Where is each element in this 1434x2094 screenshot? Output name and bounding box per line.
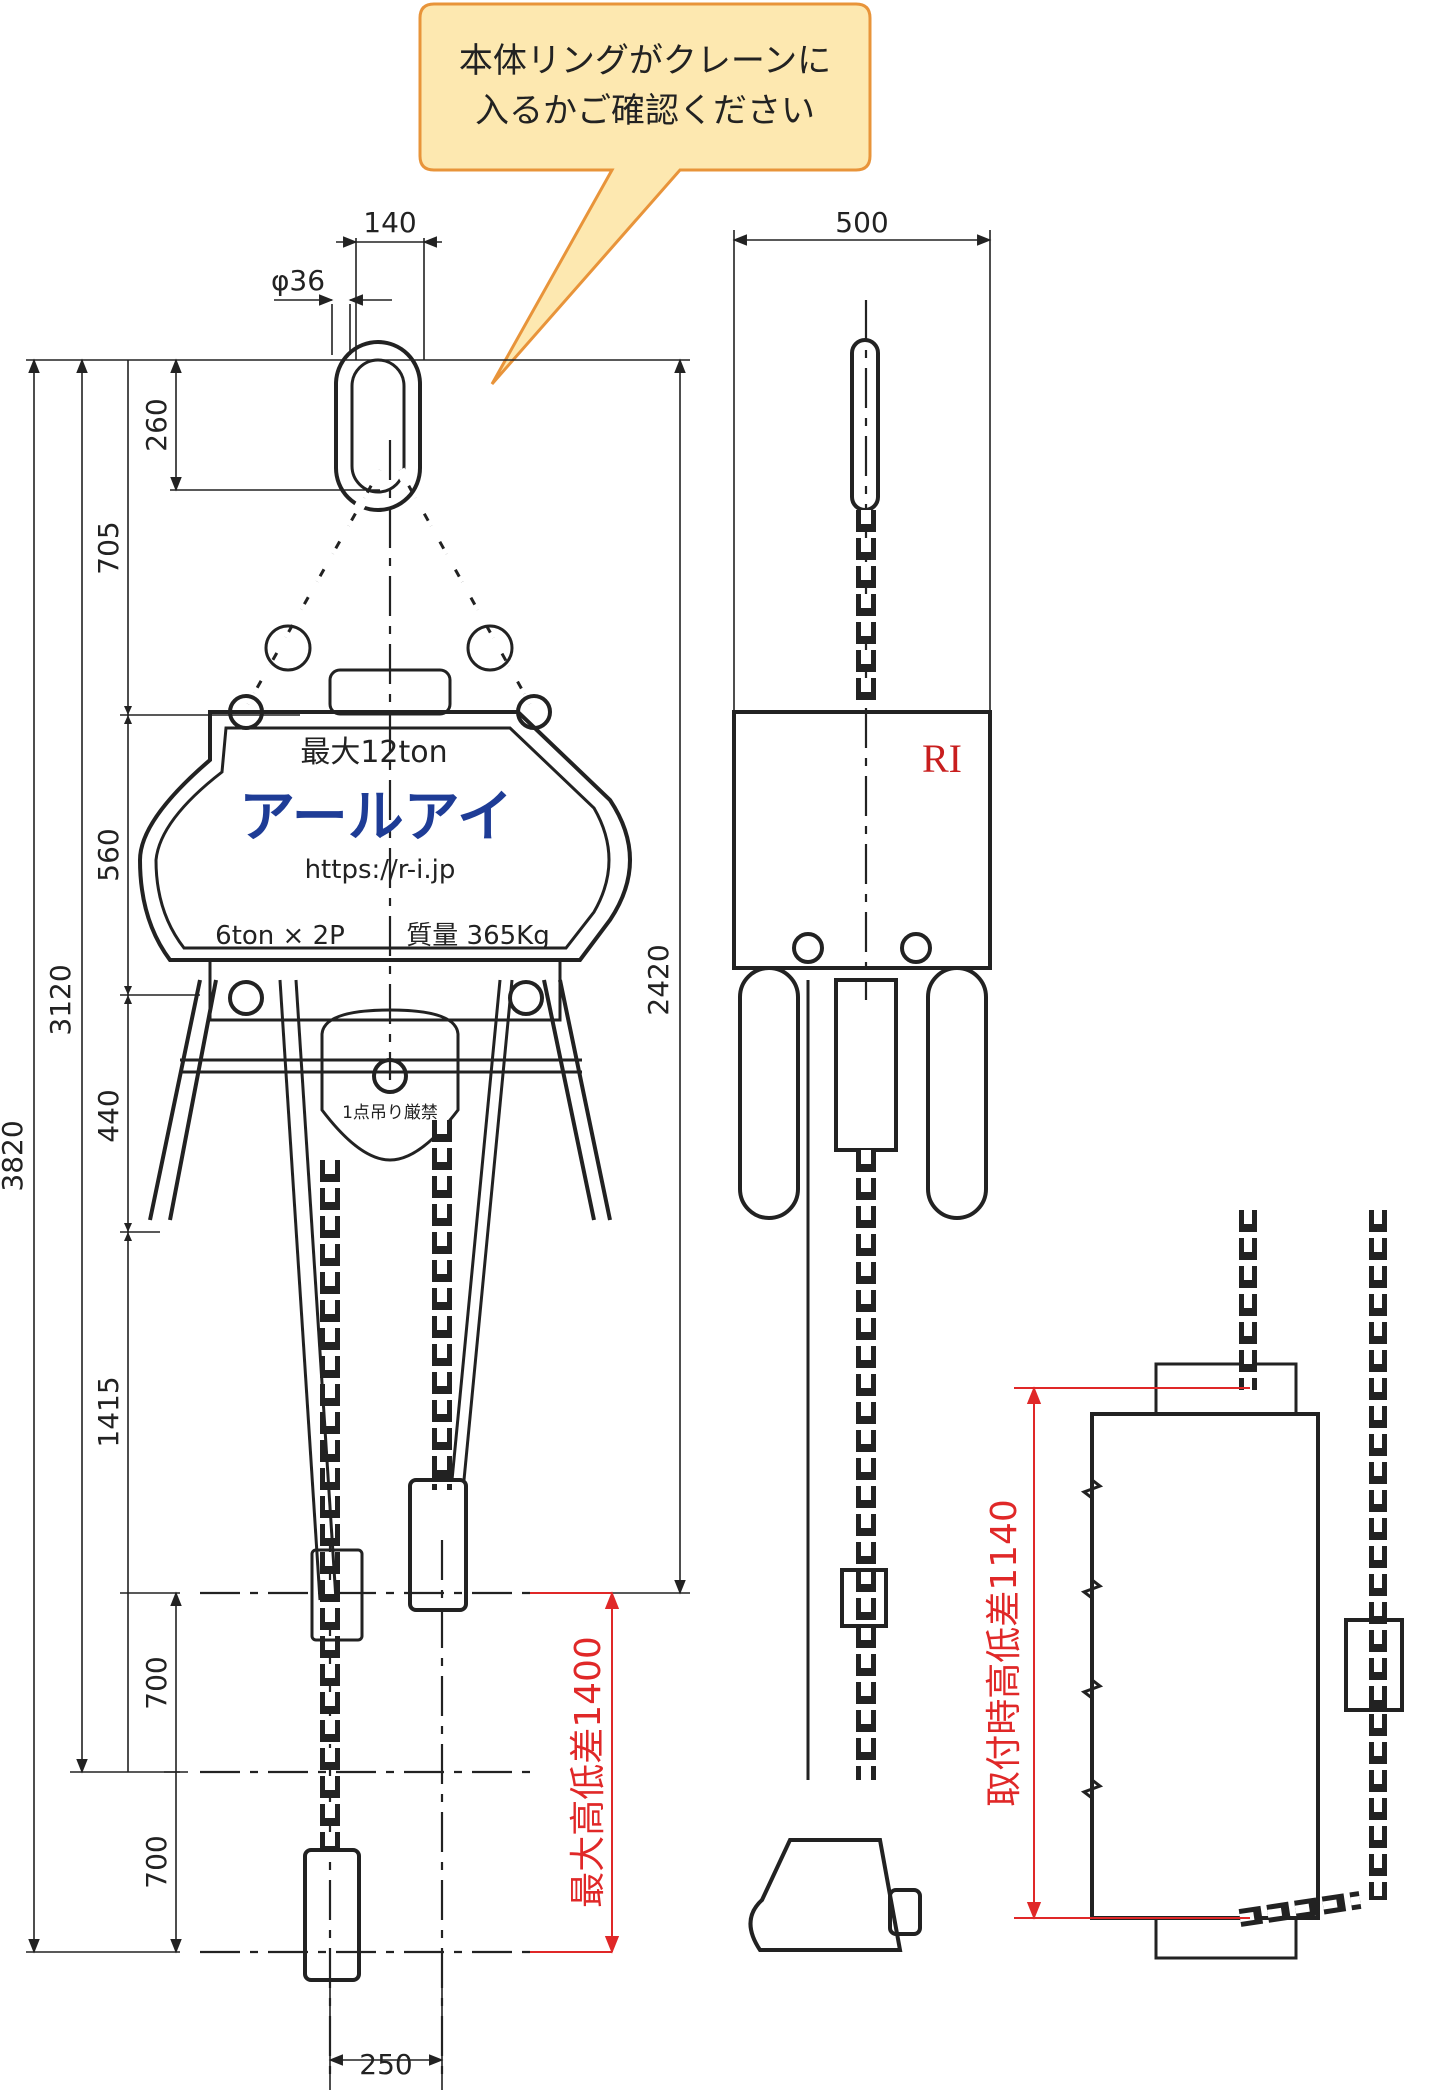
brand-logo: アールアイ	[239, 785, 513, 850]
dim-side-width: 500	[835, 206, 888, 239]
dim-700a: 700	[140, 1656, 173, 1709]
dim-250: 250	[359, 2048, 412, 2081]
capacity-label: 最大12ton	[300, 735, 447, 770]
callout-bubble: 本体リングがクレーンに 入るかご確認ください	[418, 2, 872, 385]
dim-ring-width: 140	[363, 206, 416, 239]
dim-700b: 700	[140, 1835, 173, 1888]
dim-2420: 2420	[642, 944, 675, 1015]
load-view: 取付時高低差1140	[984, 1210, 1404, 1960]
front-view: 140 φ36 3820 3120 705 560 440 1415	[0, 206, 690, 2090]
weight-label: 質量 365Kg	[406, 921, 549, 951]
hoist-body: 最大12ton アールアイ https://r-i.jp 6ton × 2P 質…	[137, 668, 632, 1221]
dim-560: 560	[92, 828, 125, 881]
callout-line1: 本体リングがクレーンに	[459, 41, 831, 81]
side-view: 500 RI	[732, 206, 992, 1952]
dim-440: 440	[92, 1089, 125, 1142]
dim-260: 260	[140, 398, 173, 451]
side-logo: RI	[922, 736, 962, 781]
url-label: https://r-i.jp	[305, 855, 456, 885]
dim-ring-dia: φ36	[271, 264, 325, 297]
dim-3820: 3820	[0, 1120, 29, 1191]
mount-height-diff: 取付時高低差1140	[984, 1499, 1025, 1807]
dim-1415: 1415	[92, 1376, 125, 1447]
dim-705: 705	[92, 521, 125, 574]
dim-3120: 3120	[44, 964, 77, 1035]
warning-label: 1点吊り厳禁	[342, 1103, 438, 1123]
max-height-diff: 最大高低差1400	[568, 1636, 609, 1908]
load-chains	[278, 979, 514, 1982]
callout-line2: 入るかご確認ください	[475, 91, 815, 131]
config-label: 6ton × 2P	[215, 921, 345, 951]
